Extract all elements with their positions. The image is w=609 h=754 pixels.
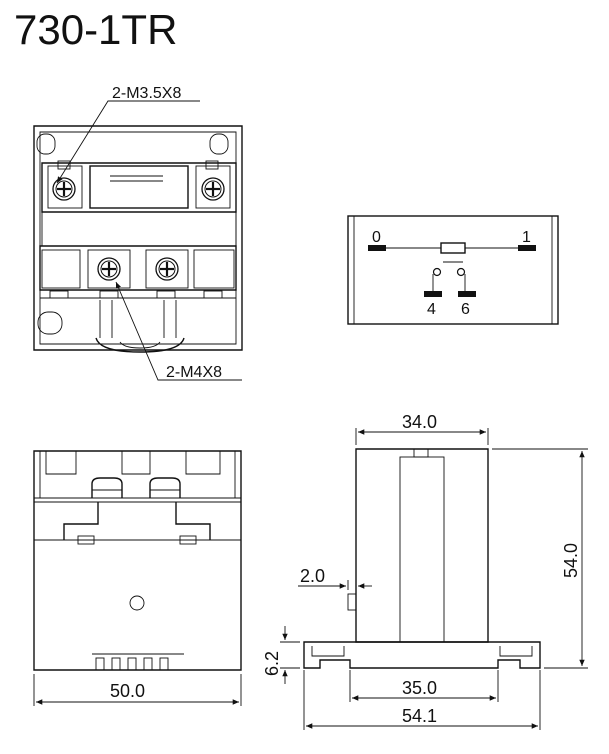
base-inner-width-dim: 35.0 xyxy=(402,678,437,698)
terminal-4-pad xyxy=(424,291,442,297)
side-height-dim: 54.0 xyxy=(561,543,581,578)
page-title: 730-1TR xyxy=(14,6,178,53)
base-overall-width-dim: 54.1 xyxy=(402,706,437,726)
screw-top-right-icon xyxy=(200,176,226,202)
mounting-hole xyxy=(129,595,145,611)
terminal-6-label: 6 xyxy=(461,301,470,318)
front-width-dim: 50.0 xyxy=(110,681,145,701)
screw-bottom-right-icon xyxy=(154,256,180,282)
tab-offset-dim: 2.0 xyxy=(300,566,325,586)
base-height-dim: 6.2 xyxy=(262,651,282,676)
terminal-1-label: 1 xyxy=(522,229,531,246)
terminal-1-pad xyxy=(518,245,536,251)
terminal-0-label: 0 xyxy=(372,229,381,246)
side-view: 34.0 54.0 2.0 6.2 35.0 54.1 xyxy=(262,412,588,730)
bottom-screw-leader xyxy=(115,281,242,381)
top-screw-leader xyxy=(56,100,200,184)
side-tab xyxy=(347,593,357,611)
bottom-screw-callout: 2-M4X8 xyxy=(166,364,222,381)
terminal-0-pad xyxy=(368,245,386,251)
circuit-schematic: 0 1 4 6 xyxy=(347,215,559,325)
front-view: 50.0 xyxy=(33,450,242,706)
terminal-4-label: 4 xyxy=(427,301,436,318)
contact-4-node xyxy=(432,267,442,277)
top-screw-callout: 2-M3.5X8 xyxy=(112,85,181,102)
screw-top-left-icon xyxy=(51,176,77,202)
side-top-width-dim: 34.0 xyxy=(402,412,437,432)
contact-6-node xyxy=(456,267,466,277)
screw-bottom-left-icon xyxy=(96,256,122,282)
coil-resistor xyxy=(440,242,466,254)
terminal-6-pad xyxy=(458,291,476,297)
top-view: 2-M3.5X8 2-M4X8 xyxy=(33,85,243,381)
